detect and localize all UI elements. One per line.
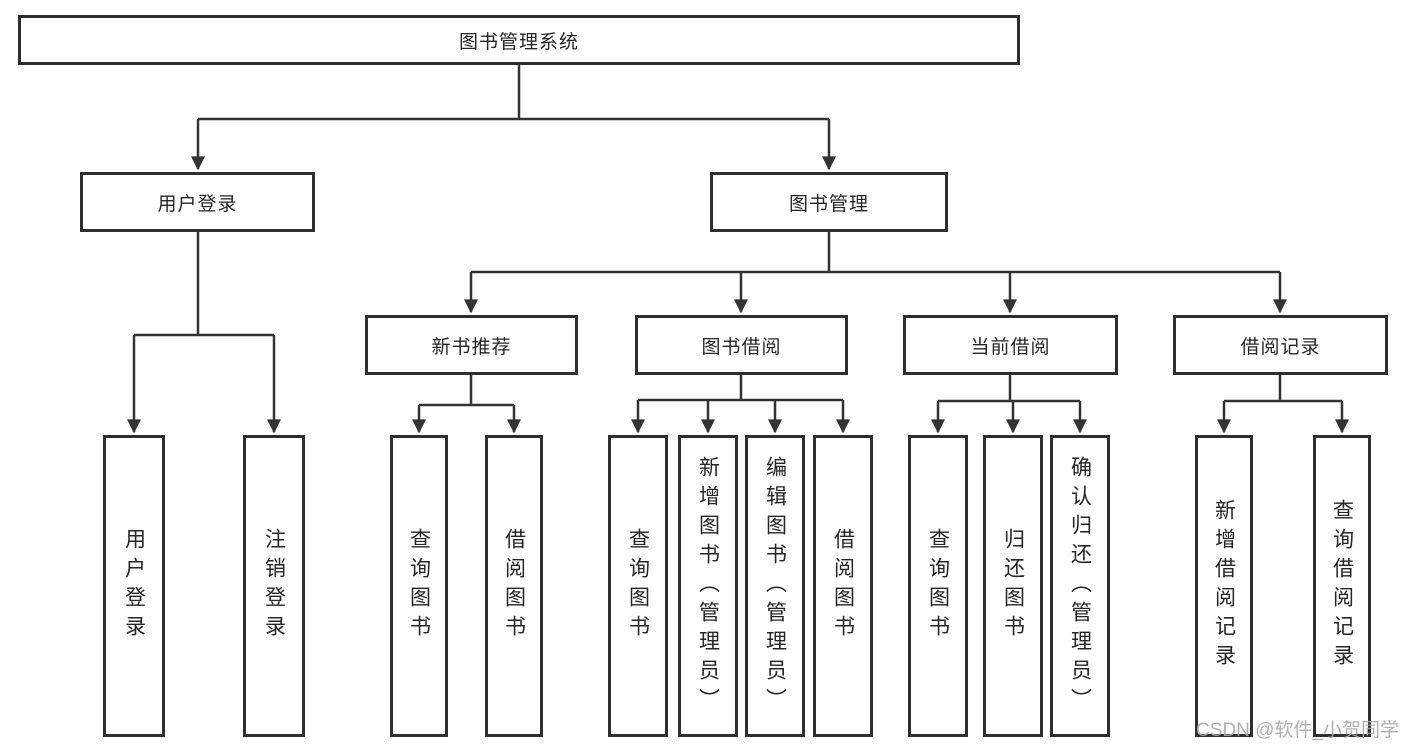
leaf-current-query: 查询图书	[908, 435, 968, 737]
node-current-borrow: 当前借阅	[903, 315, 1118, 375]
node-label: 用户登录	[157, 193, 238, 215]
node-label: 图书借阅	[701, 336, 782, 358]
connector-user-login	[127, 232, 281, 434]
node-borrow-records: 借阅记录	[1173, 315, 1388, 375]
leaf-newbook-query: 查询图书	[390, 435, 448, 737]
leaf-record-add: 新增借阅记录	[1195, 435, 1253, 737]
leaf-user-login: 用户登录	[103, 435, 165, 737]
node-label: 注销登录	[262, 528, 286, 644]
connector-current-borrow	[931, 375, 1087, 434]
node-label: 确认归还（管理员）	[1068, 455, 1092, 717]
leaf-current-confirm-admin: 确认归还（管理员）	[1050, 435, 1110, 737]
connector-borrow-records	[1217, 375, 1349, 434]
node-book-borrow: 图书借阅	[635, 315, 848, 375]
leaf-logout: 注销登录	[243, 435, 305, 737]
leaf-current-return: 归还图书	[983, 435, 1043, 737]
node-label: 新增借阅记录	[1212, 499, 1236, 673]
node-label: 新增图书（管理员）	[696, 455, 720, 717]
node-user-login-branch: 用户登录	[80, 172, 315, 232]
node-label: 图书管理系统	[458, 31, 579, 53]
leaf-borrow-query: 查询图书	[608, 435, 668, 737]
csdn-watermark: CSDN @软件_小贺同学	[1196, 720, 1399, 741]
connector-book-management	[464, 232, 1287, 314]
node-label: 归还图书	[1001, 528, 1025, 644]
node-book-management-branch: 图书管理	[710, 172, 948, 232]
leaf-borrow-add-admin: 新增图书（管理员）	[678, 435, 738, 737]
leaf-borrow-edit-admin: 编辑图书（管理员）	[745, 435, 805, 737]
node-label: 编辑图书（管理员）	[763, 455, 787, 717]
node-label: 借阅记录	[1240, 336, 1321, 358]
node-new-books: 新书推荐	[365, 315, 578, 375]
node-root-system: 图书管理系统	[18, 15, 1020, 65]
node-label: 查询图书	[407, 528, 431, 644]
leaf-newbook-borrow: 借阅图书	[485, 435, 543, 737]
node-label: 借阅图书	[831, 528, 855, 644]
node-label: 用户登录	[122, 528, 146, 644]
node-label: 查询图书	[926, 528, 950, 644]
connector-new-books	[412, 375, 521, 434]
node-label: 新书推荐	[431, 336, 512, 358]
node-label: 借阅图书	[502, 528, 526, 644]
node-label: 查询借阅记录	[1330, 499, 1354, 673]
leaf-record-query: 查询借阅记录	[1313, 435, 1371, 737]
node-label: 当前借阅	[970, 336, 1051, 358]
node-label: 图书管理	[788, 193, 869, 215]
connector-book-borrow	[631, 375, 850, 434]
leaf-borrow-book: 借阅图书	[813, 435, 873, 737]
node-label: 查询图书	[626, 528, 650, 644]
connector-root	[191, 65, 836, 171]
